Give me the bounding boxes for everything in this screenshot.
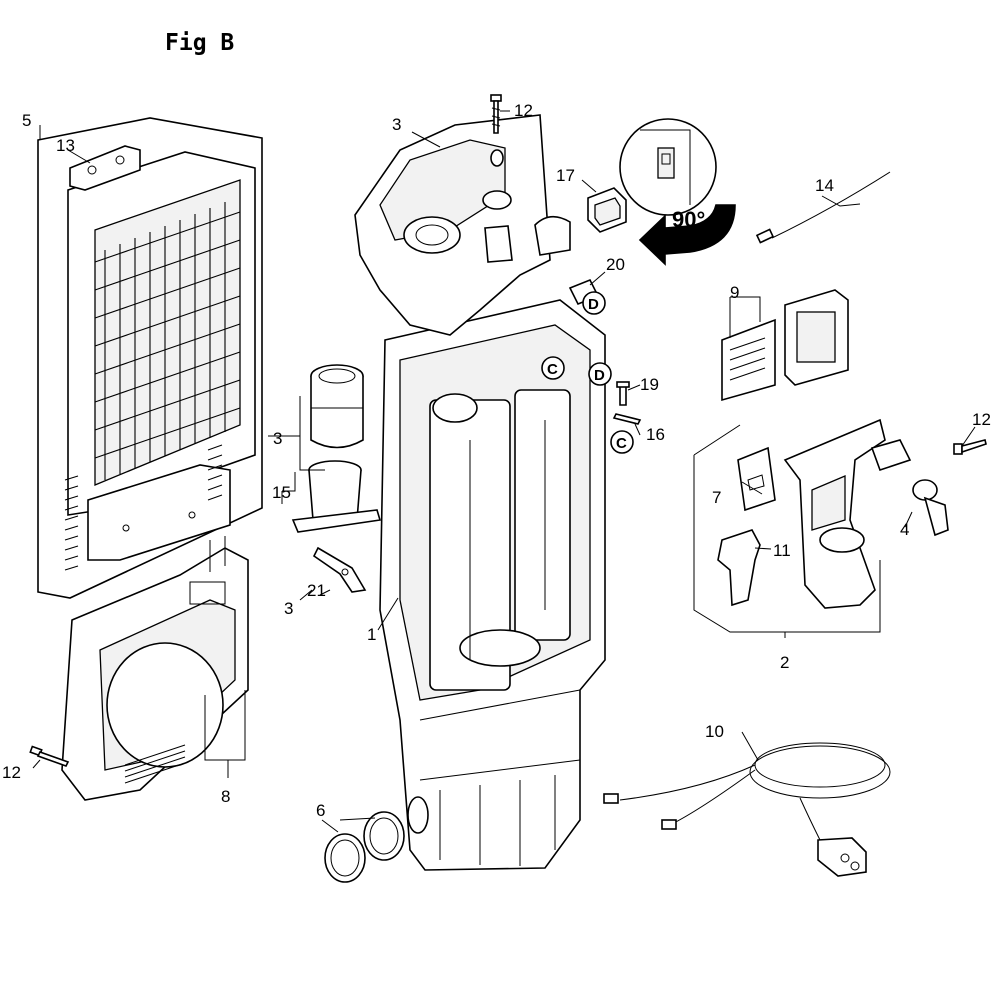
part-2-handle-assembly xyxy=(783,418,912,609)
callout-8: 8 xyxy=(221,787,230,806)
switch-detail-circle xyxy=(619,118,717,216)
part-8-lower-housing xyxy=(61,536,249,801)
part-9-module xyxy=(721,289,849,402)
figure-title: Fig B xyxy=(165,30,235,56)
callout-6: 6 xyxy=(316,801,325,820)
callout-10: 10 xyxy=(705,722,724,741)
part-3-top-cover xyxy=(354,114,571,336)
callout-2: 2 xyxy=(780,653,789,672)
svg-text:C: C xyxy=(616,435,627,452)
callout-19: 19 xyxy=(640,375,659,394)
callout-14: 14 xyxy=(815,176,834,195)
marker-c-upper: C xyxy=(541,356,565,380)
callout-12-right: 12 xyxy=(972,410,991,429)
part-12-screw-top xyxy=(490,94,502,134)
callout-12-left: 12 xyxy=(2,763,21,782)
rotation-label: 90° xyxy=(672,207,705,232)
callout-16: 16 xyxy=(646,425,665,444)
svg-text:C: C xyxy=(547,361,558,378)
part-14-cable xyxy=(755,171,891,244)
part-19-screw xyxy=(616,381,630,406)
part-7-plate xyxy=(737,446,776,512)
callout-1: 1 xyxy=(367,625,376,644)
part-10-power-cord xyxy=(603,742,891,877)
svg-text:D: D xyxy=(594,367,605,384)
part-5-front-panel xyxy=(37,117,263,599)
svg-text:D: D xyxy=(588,296,599,313)
callout-4: 4 xyxy=(900,520,909,539)
part-17-switch xyxy=(587,187,627,233)
leader-lines xyxy=(32,110,976,833)
part-6-clamps xyxy=(324,811,405,883)
part-4-knob xyxy=(912,479,949,537)
part-11-latch xyxy=(717,529,761,607)
callout-7: 7 xyxy=(712,488,721,507)
part-15-holder xyxy=(291,460,382,533)
callout-3-low: 3 xyxy=(284,599,293,618)
rotation-arrow: 90° xyxy=(638,204,736,266)
callout-20: 20 xyxy=(606,255,625,274)
part-12-screw-right xyxy=(953,439,987,455)
part-21-clip xyxy=(312,546,367,593)
marker-d-upper: D xyxy=(582,291,606,315)
part-16-pin xyxy=(612,413,642,425)
callout-13: 13 xyxy=(56,136,75,155)
callout-3-mid: 3 xyxy=(273,429,282,448)
callout-11: 11 xyxy=(773,541,791,560)
callout-5: 5 xyxy=(22,111,31,130)
marker-c-lower: C xyxy=(610,430,634,454)
callout-17: 17 xyxy=(556,166,575,185)
callout-3-top: 3 xyxy=(392,115,401,134)
callout-15: 15 xyxy=(272,483,291,502)
callout-21: 21 xyxy=(307,581,326,600)
callout-9: 9 xyxy=(730,283,739,302)
part-1-main-housing xyxy=(379,299,606,871)
callout-12-top: 12 xyxy=(514,101,533,120)
marker-d-lower: D xyxy=(588,362,612,386)
part-12-screw-left xyxy=(29,745,70,767)
part-3-nozzle-tube xyxy=(310,364,364,449)
